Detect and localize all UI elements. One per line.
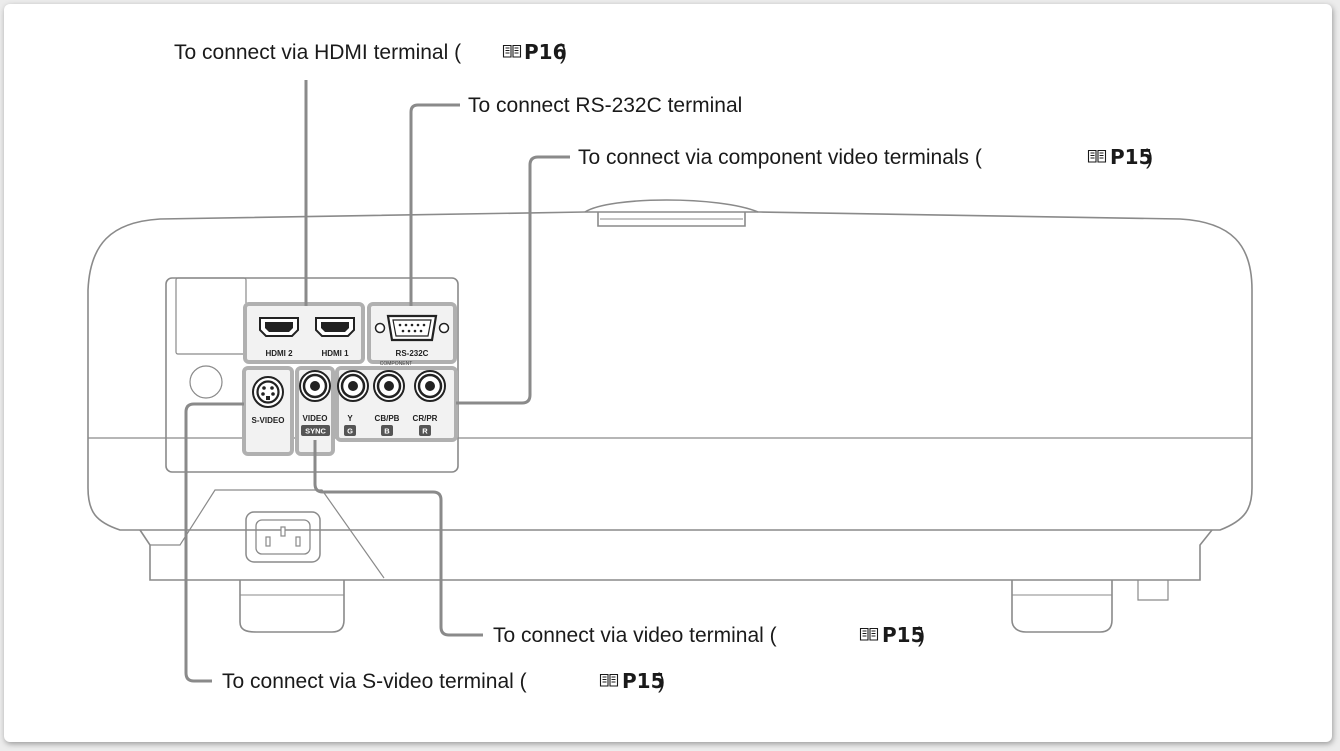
hdmi-callout: To connect via HDMI terminal ( P16 )	[174, 40, 567, 64]
svideo-callout-text: To connect via S-video terminal (	[222, 670, 527, 693]
projector-body	[87, 199, 1253, 633]
component-cr-label: CR/PR	[413, 414, 438, 423]
video-label: VIDEO	[303, 414, 328, 423]
book-icon	[502, 44, 522, 58]
component-callout-text: To connect via component video terminals…	[578, 146, 982, 169]
component-cb-connector-icon	[372, 369, 406, 403]
hdmi2-label: HDMI 2	[265, 349, 293, 358]
component-r-tag: R	[422, 427, 428, 436]
hdmi2-port-icon	[259, 317, 299, 337]
svideo-port-group: S-VIDEO	[242, 366, 294, 456]
component-callout-ref: P15	[1110, 145, 1153, 169]
svideo-callout: To connect via S-video terminal ( P15 )	[222, 669, 665, 693]
video-leader-line	[313, 440, 483, 637]
hdmi-callout-close: )	[560, 41, 567, 64]
component-cb-label: CB/PB	[375, 414, 400, 423]
hdmi-callout-text: To connect via HDMI terminal (	[174, 41, 461, 64]
hdmi-callout-ref: P16	[524, 40, 567, 64]
component-b-tag: B	[384, 427, 390, 436]
component-cr-connector-icon	[413, 369, 447, 403]
component-y-connector-icon	[336, 369, 370, 403]
rs232c-callout: To connect RS-232C terminal	[468, 94, 742, 117]
component-callout-close: )	[1146, 146, 1153, 169]
component-title-label: COMPONENT	[380, 361, 413, 367]
rs232c-port-group: RS-232C	[367, 302, 457, 364]
book-icon	[599, 673, 619, 687]
svideo-callout-ref: P15	[622, 669, 665, 693]
component-callout: To connect via component video terminals…	[578, 145, 1153, 169]
video-connector-icon	[298, 369, 332, 403]
video-callout-ref: P15	[882, 623, 925, 647]
svideo-connector-icon	[252, 376, 284, 408]
sync-tag: SYNC	[305, 427, 326, 436]
book-icon	[859, 627, 879, 641]
video-callout: To connect via video terminal ( P15 )	[493, 623, 925, 647]
book-icon	[1087, 149, 1107, 163]
svideo-leader-line	[184, 402, 244, 683]
svideo-callout-close: )	[658, 670, 665, 693]
svideo-label: S-VIDEO	[252, 416, 285, 425]
component-g-tag: G	[347, 427, 353, 436]
video-callout-text: To connect via video terminal (	[493, 624, 777, 647]
component-leader-line	[456, 155, 570, 405]
hdmi1-label: HDMI 1	[321, 349, 349, 358]
hdmi-port-group: HDMI 2 HDMI 1	[243, 302, 365, 364]
rs232c-callout-text: To connect RS-232C terminal	[468, 94, 742, 117]
rs232c-connector-icon	[374, 314, 450, 342]
hdmi1-port-icon	[315, 317, 355, 337]
component-port-group: COMPONENT Y CB/PB CR/PR G B R	[335, 361, 458, 442]
component-y-label: Y	[347, 414, 353, 423]
rs232c-label: RS-232C	[396, 349, 429, 358]
rs232c-leader-line	[409, 103, 460, 306]
video-callout-close: )	[918, 624, 925, 647]
